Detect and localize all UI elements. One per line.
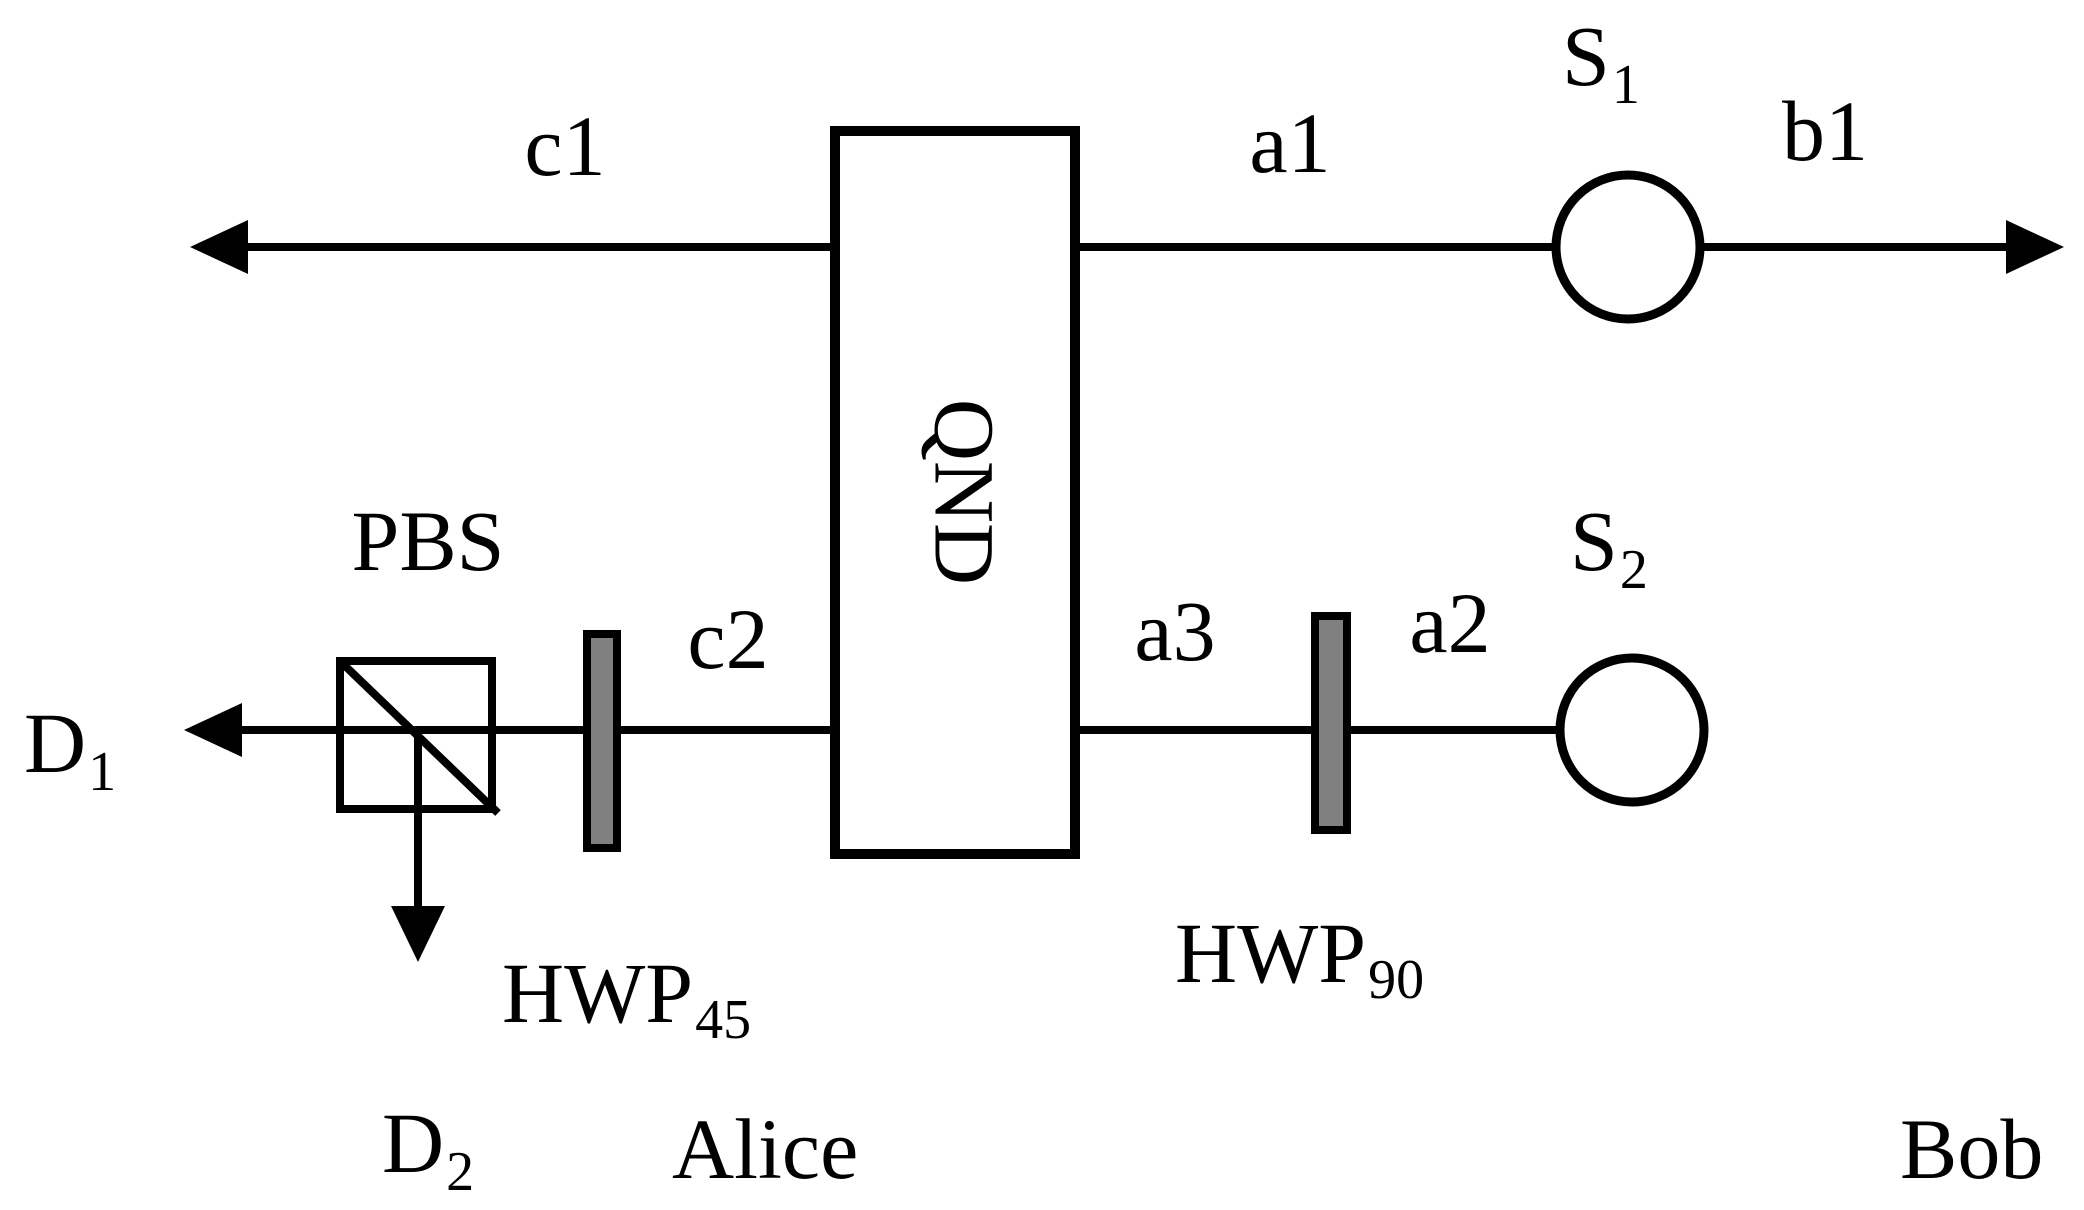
mode-label-a1: a1 — [1249, 95, 1330, 191]
qnd-box — [830, 126, 1080, 859]
qnd-label: QND — [916, 399, 1012, 585]
arrow-right-b1-icon — [2006, 220, 2064, 274]
pbs-label: PBS — [351, 493, 504, 589]
hwp90-plate — [1311, 612, 1351, 834]
mode-label-c1: c1 — [524, 98, 605, 194]
mode-label-c2: c2 — [687, 591, 768, 687]
source-label-s1: S1 — [1562, 8, 1640, 116]
hwp45-plate — [583, 630, 621, 852]
hwp90-label: HWP90 — [1175, 905, 1424, 1011]
source-s2-circle — [1555, 653, 1709, 807]
source-s1-circle — [1551, 170, 1705, 324]
mode-label-a2: a2 — [1409, 575, 1490, 671]
hwp45-label: HWP45 — [502, 945, 751, 1051]
source-label-s2: S2 — [1570, 493, 1648, 601]
arrow-left-c1-icon — [190, 220, 248, 274]
mode-label-a3: a3 — [1134, 583, 1215, 679]
detector-label-d2: D2 — [382, 1095, 474, 1203]
party-label-bob: Bob — [1900, 1101, 2043, 1197]
party-label-alice: Alice — [672, 1101, 858, 1197]
mode-label-b1: b1 — [1782, 83, 1868, 179]
arrow-down-d2-icon — [391, 906, 445, 962]
detector-label-d1: D1 — [24, 695, 116, 803]
arrow-left-d1-icon — [184, 703, 242, 757]
